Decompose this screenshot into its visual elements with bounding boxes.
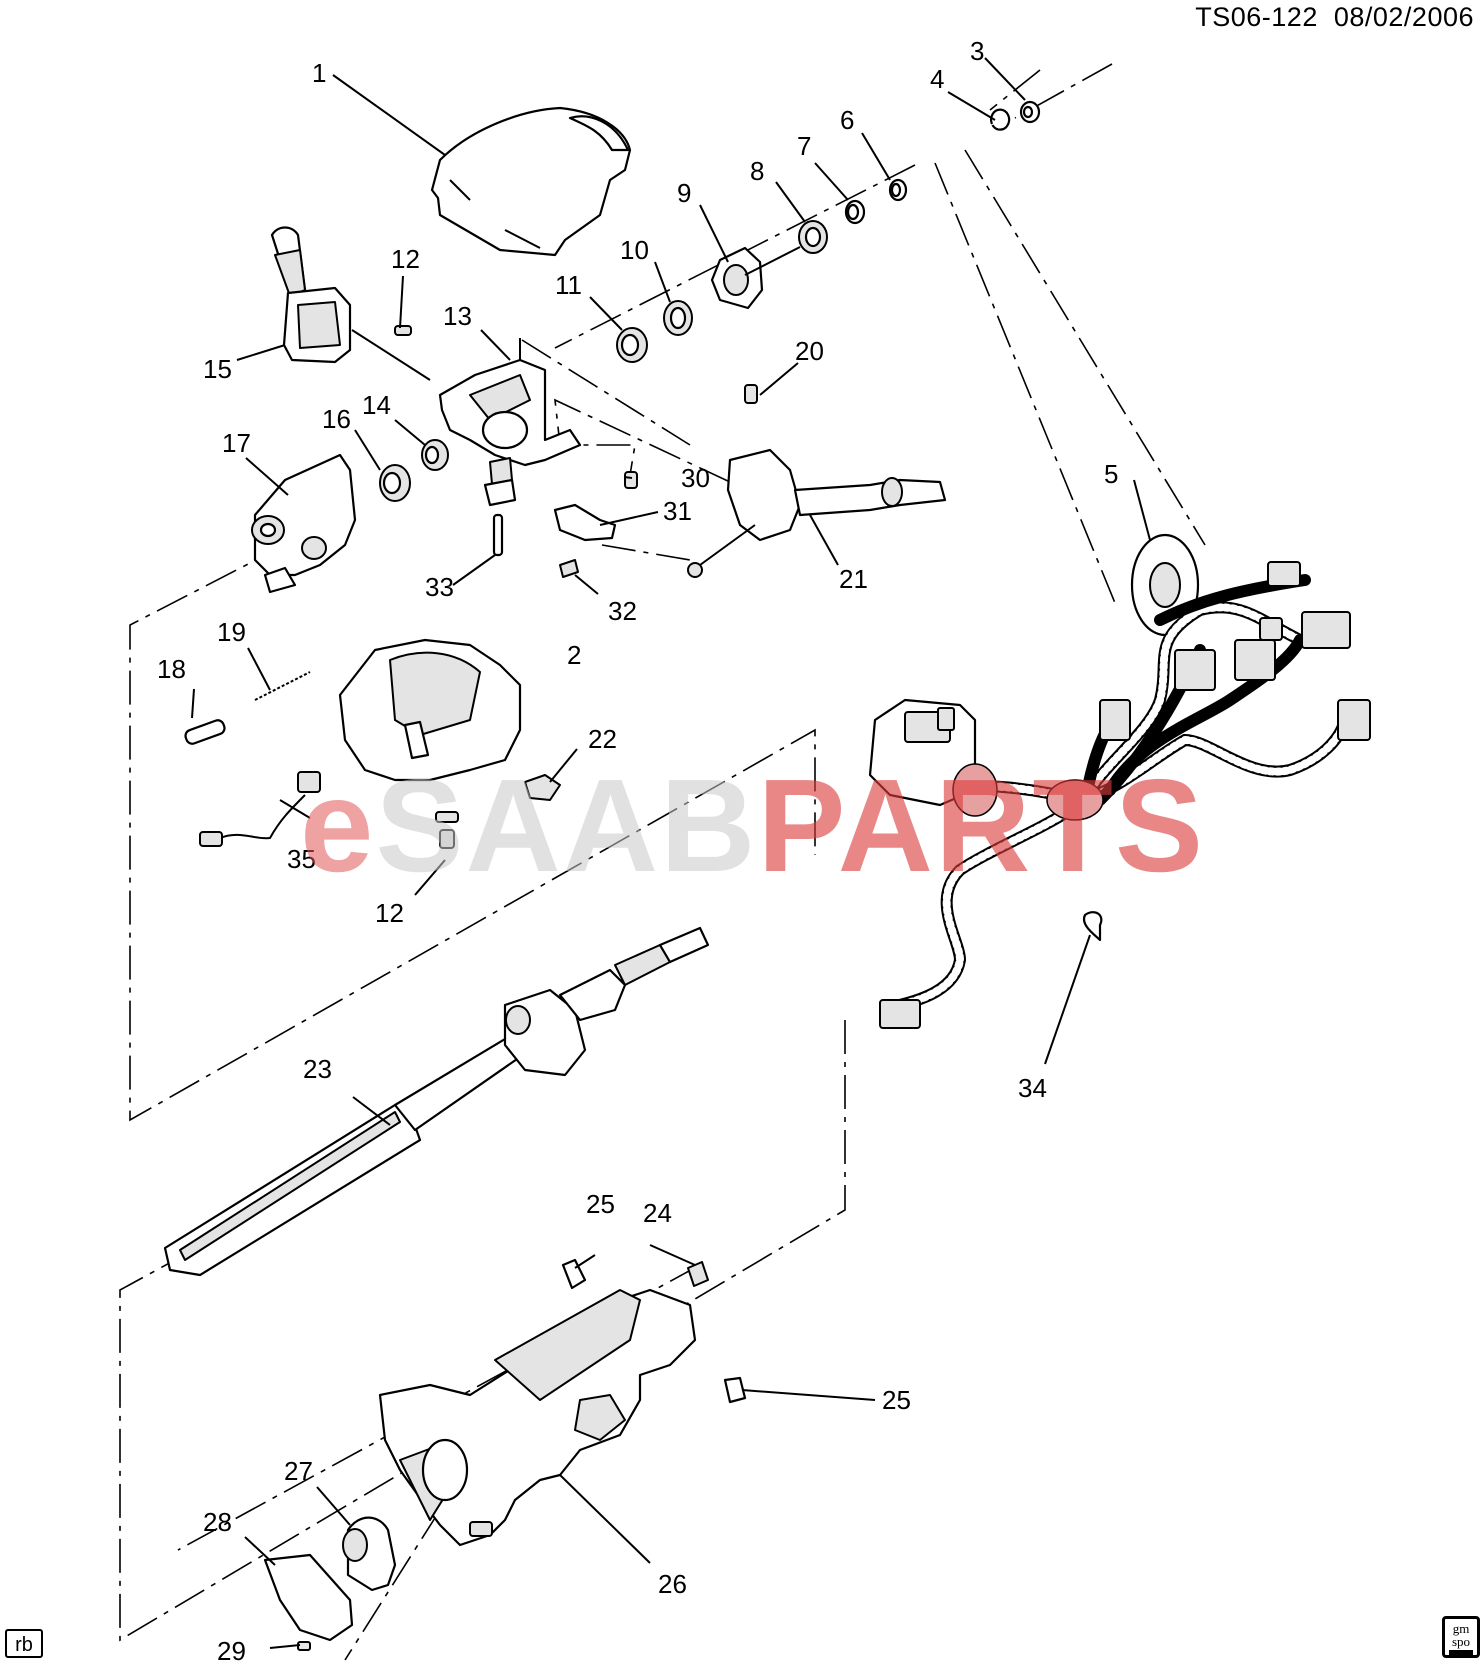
callout-12-upper: 12 — [391, 244, 420, 274]
spo-text: spo — [1451, 1634, 1471, 1649]
part-12-screws — [394, 325, 459, 849]
callout-20: 20 — [795, 336, 824, 366]
part-1-upper-shroud — [430, 106, 632, 257]
callout-25-upper: 25 — [586, 1189, 615, 1219]
small-hardware-30-33 — [483, 457, 638, 578]
callout-3: 3 — [970, 36, 984, 66]
callout-24: 24 — [643, 1198, 672, 1228]
gm-text: gm — [1452, 1621, 1470, 1636]
callout-leader-lines — [191, 57, 1151, 1649]
callout-27: 27 — [284, 1456, 313, 1486]
drawing-id: TS06-122 — [1195, 2, 1318, 32]
callout-5: 5 — [1104, 459, 1118, 489]
parts-27-29-lower-bracket — [263, 1516, 397, 1651]
part-23-steering-shaft — [163, 926, 710, 1277]
parts-18-19-pin-and-spring — [184, 671, 311, 745]
callout-32: 32 — [608, 596, 637, 626]
badge-bar — [1449, 1650, 1473, 1655]
parts-24-25-bushings — [561, 1258, 747, 1404]
callout-1: 1 — [312, 58, 326, 88]
wiring-harness — [868, 561, 1371, 1029]
callout-7: 7 — [797, 131, 811, 161]
callout-14: 14 — [362, 390, 391, 420]
bearing-and-ring-stack — [616, 220, 828, 363]
part-26-column-jacket — [378, 1288, 697, 1547]
callout-15: 15 — [203, 354, 232, 384]
callout-31: 31 — [663, 496, 692, 526]
callout-8: 8 — [750, 156, 764, 186]
callout-21: 21 — [839, 564, 868, 594]
callout-12-lower: 12 — [375, 898, 404, 928]
callout-23: 23 — [303, 1054, 332, 1084]
part-2-lower-shroud — [338, 638, 522, 782]
parts-14-16-rings — [379, 439, 449, 502]
part-17-lock-cylinder-housing — [251, 453, 357, 594]
callout-18: 18 — [157, 654, 186, 684]
callout-29: 29 — [217, 1636, 246, 1665]
callout-30: 30 — [681, 463, 710, 493]
callout-6: 6 — [840, 105, 854, 135]
part-35-harness-pigtail — [199, 771, 321, 847]
esaabparts-watermark: eSAABPARTS — [300, 752, 1206, 899]
part-13-lock-housing — [438, 338, 582, 467]
callout-34: 34 — [1018, 1073, 1047, 1103]
callout-35: 35 — [287, 844, 316, 874]
callout-2: 2 — [567, 640, 581, 670]
callout-28: 28 — [203, 1507, 232, 1537]
rb-badge: rb — [5, 1629, 43, 1658]
callout-25-lower: 25 — [882, 1385, 911, 1415]
assembly-guide-lines — [119, 63, 1206, 1661]
callout-17: 17 — [222, 428, 251, 458]
callout-10: 10 — [620, 235, 649, 265]
callout-19: 19 — [217, 617, 246, 647]
retaining-rings — [844, 100, 1041, 225]
callout-9: 9 — [677, 178, 691, 208]
callout-11: 11 — [555, 270, 582, 300]
part-21-wiper-switch — [687, 384, 947, 578]
callout-16: 16 — [322, 404, 351, 434]
callout-26: 26 — [658, 1569, 687, 1599]
part-15-turn-signal-switch — [270, 226, 431, 381]
drawing-date: 08/02/2006 — [1333, 2, 1474, 32]
callout-22: 22 — [588, 724, 617, 754]
callout-33: 33 — [425, 572, 454, 602]
callout-labels: 1 2 3 4 5 6 7 8 9 10 11 12 12 13 14 15 1… — [157, 36, 1118, 1665]
callout-4: 4 — [930, 64, 944, 94]
callout-13: 13 — [443, 301, 472, 331]
drawing-header: TS06-122 08/02/2006 — [1195, 2, 1474, 33]
